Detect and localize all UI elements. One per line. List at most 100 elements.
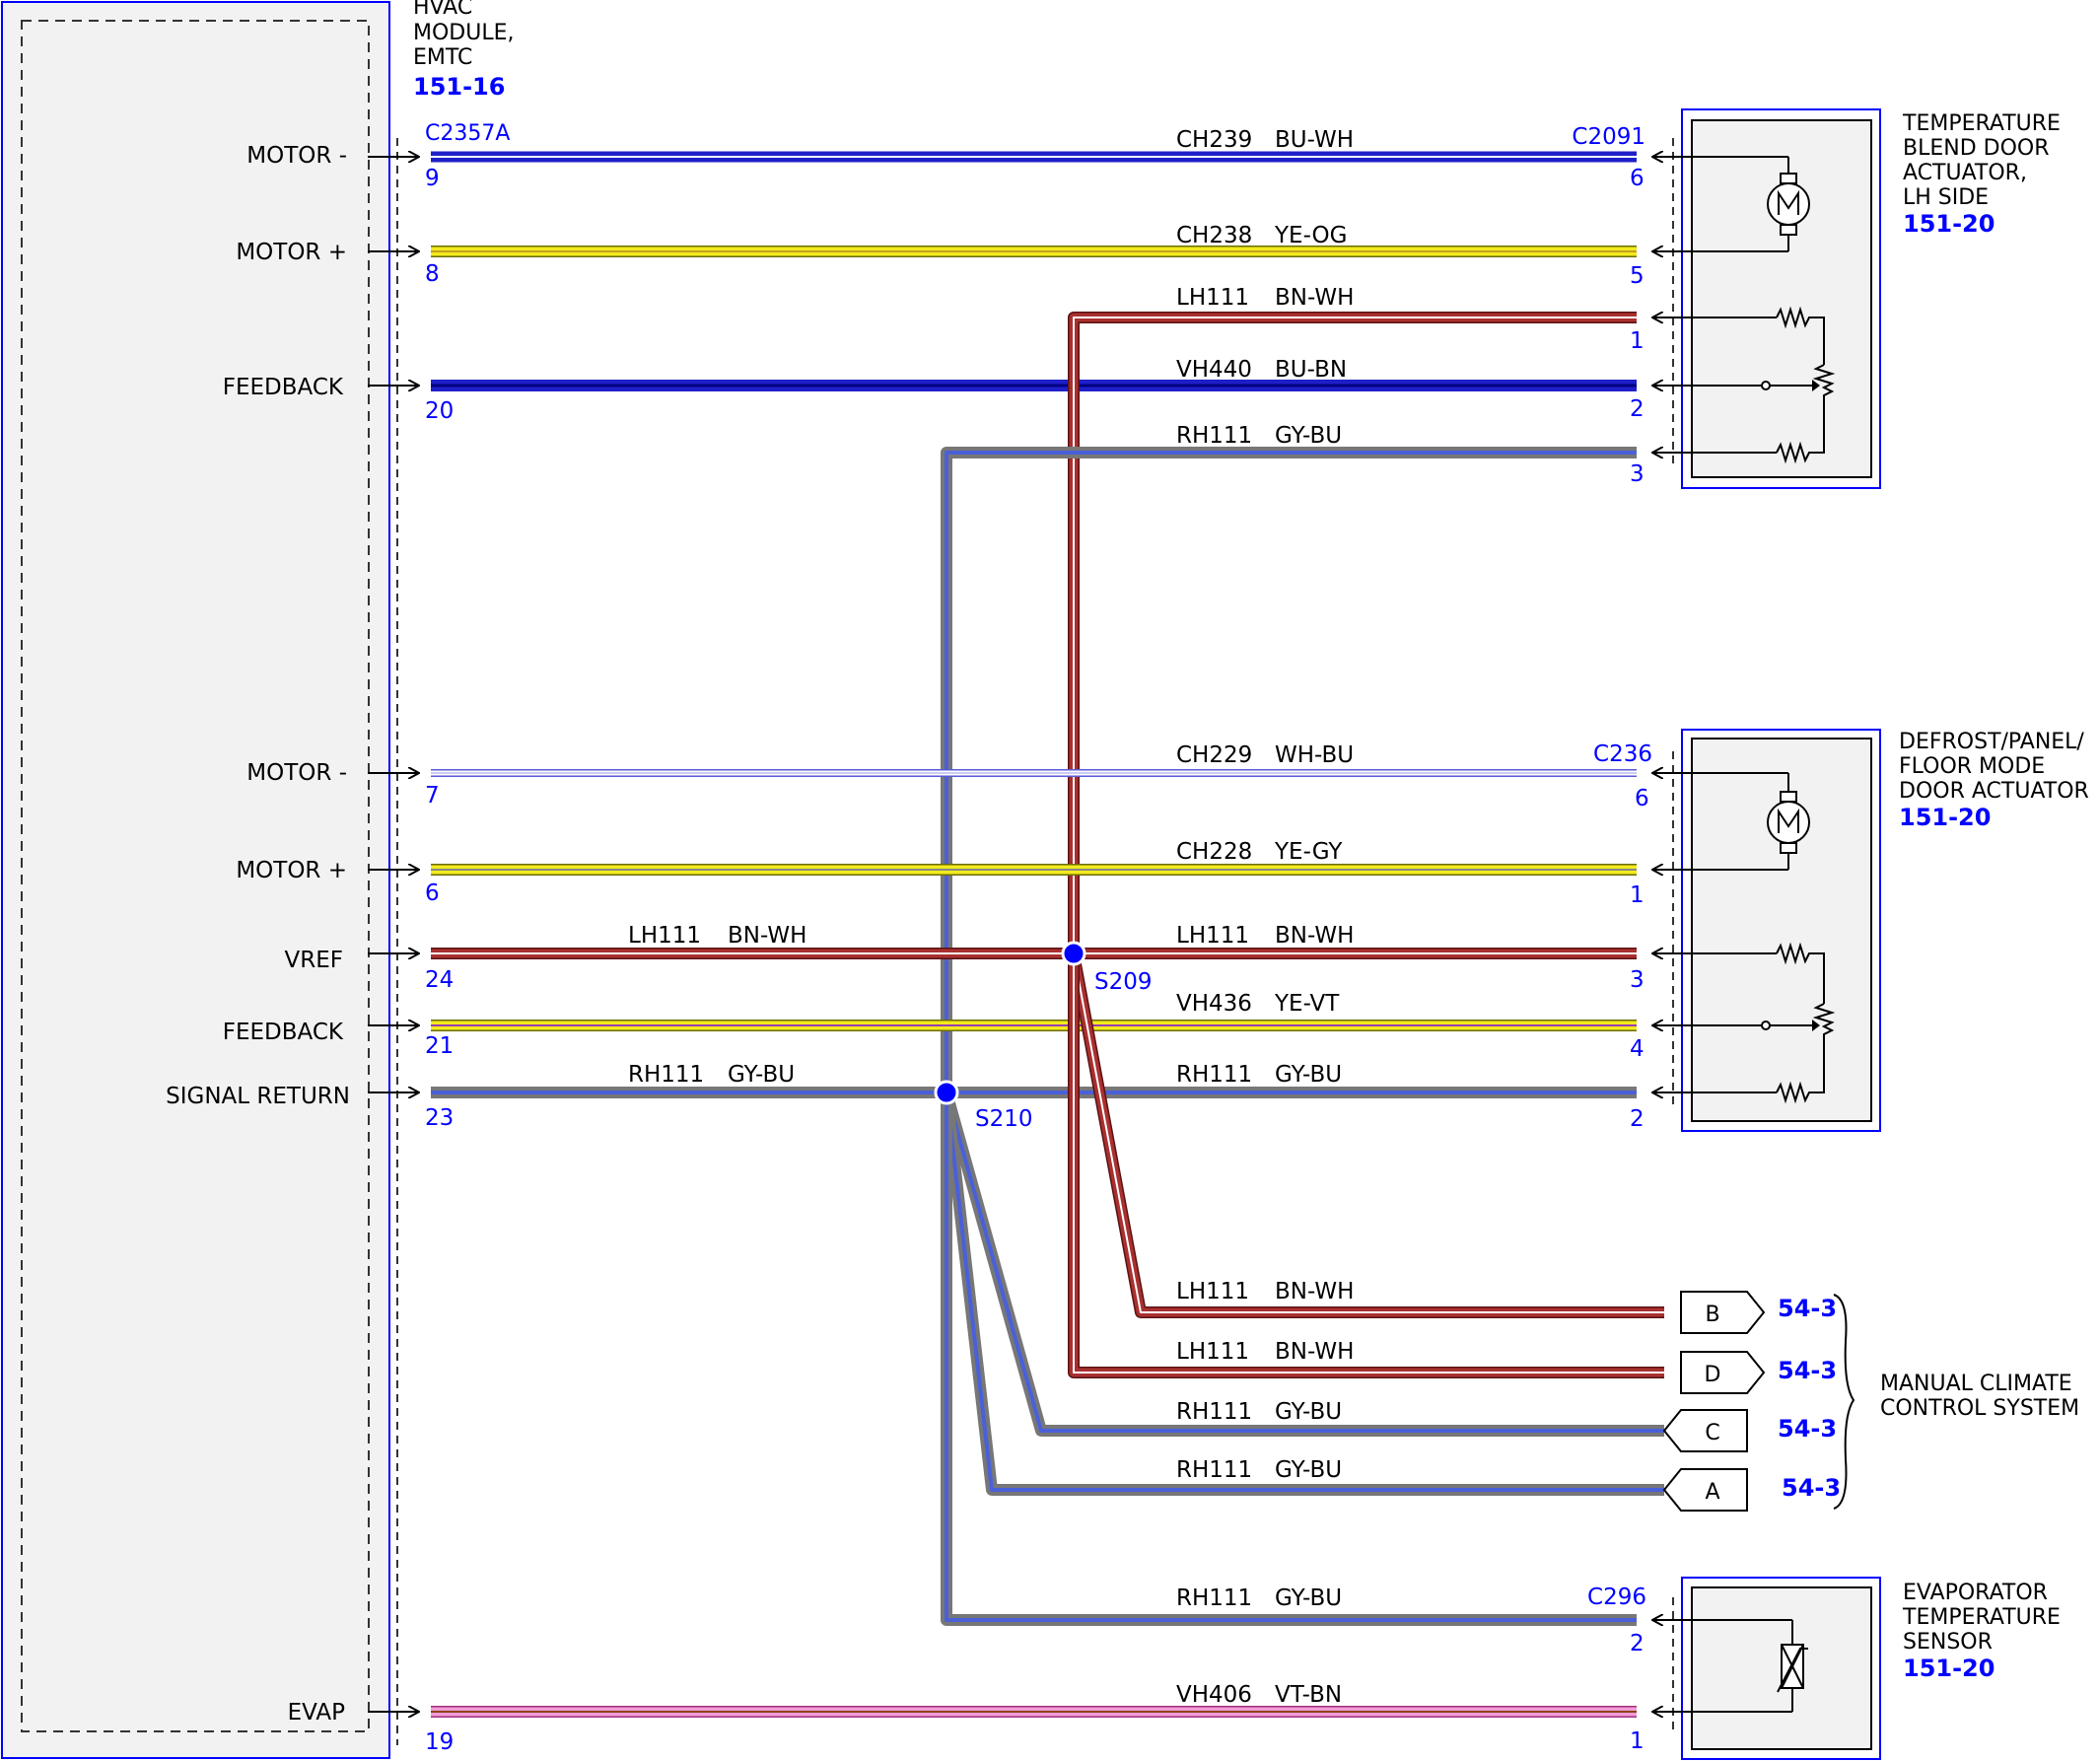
actuator-2-name: DOOR ACTUATOR [1899,779,2089,804]
sensor-name: SENSOR [1903,1630,1993,1655]
wire-label-circuit: CH229 [1176,742,1252,768]
wire-label-circuit: CH228 [1176,839,1252,865]
component-mode-door-actuator: C236 6 1 3 4 2 DEFROST/PANEL/ FLOOR MODE… [1593,729,2089,1132]
c2091-connector-label: C2091 [1572,124,1645,150]
c236-pin: 2 [1630,1106,1645,1132]
wire-rh111-to-a[interactable] [941,1092,1664,1496]
hvac-module-name-line2: MODULE, [413,21,515,45]
motor-icon [1767,801,1810,844]
wire-label-circuit: RH111 [1176,1585,1252,1611]
connector-b-ref[interactable]: 54-3 [1778,1295,1837,1322]
sensor-inner [1691,1586,1872,1750]
wire-label-circuit: RH111 [1176,423,1252,449]
wire-label-circuit: RH111 [628,1062,704,1088]
wire-label-circuit: VH436 [1176,991,1252,1017]
actuator-2-ref[interactable]: 151-20 [1899,804,1991,831]
wire-labels: CH239 BU-WH CH238 YE-OG LH111 BN-WH VH44… [628,127,1354,1708]
pin-label-motor-plus-1: MOTOR + [236,240,347,265]
wire-lh111-c2091[interactable] [1068,312,1637,953]
c236-pin: 4 [1630,1036,1645,1062]
wire-label-color: GY-BU [1275,423,1342,449]
hvac-pin-numbers: 9 8 20 7 6 24 21 23 19 [425,166,454,1755]
wires [431,151,1664,1718]
c2091-pin: 5 [1630,263,1645,289]
wire-label-color: BN-WH [1275,1339,1354,1365]
sensor-name: TEMPERATURE [1902,1605,2061,1630]
connector-b[interactable]: B [1680,1291,1766,1334]
connector-b-letter: B [1705,1303,1719,1327]
splice-s209-label: S209 [1094,969,1153,995]
connector-c-letter: C [1705,1421,1719,1445]
wire-label-circuit: RH111 [1176,1399,1252,1425]
actuator-1-name: ACTUATOR, [1903,161,2027,185]
hvac-pin-7: 7 [425,783,440,809]
hvac-pin-19: 19 [425,1729,454,1755]
wire-label-circuit: LH111 [1176,1279,1249,1304]
connector-c[interactable]: C [1662,1409,1748,1452]
component-temp-blend-actuator: C2091 6 5 1 2 3 TEMPERATURE BLEND DOOR A… [1572,108,2061,489]
wire-label-color: YE-VT [1274,991,1340,1017]
wire-label-color: BN-WH [728,923,806,949]
pin-label-vref: VREF [285,948,343,973]
actuator-1-ref[interactable]: 151-20 [1903,210,1995,238]
hvac-module-inner-outline [21,20,370,1732]
c296-pin: 2 [1630,1631,1645,1656]
hvac-module-name-line3: EMTC [413,45,472,70]
actuator-1-name: TEMPERATURE [1902,111,2061,136]
hvac-module-ref[interactable]: 151-16 [413,73,505,101]
splice-s210-label: S210 [975,1106,1033,1132]
pin-label-evap: EVAP [288,1700,346,1726]
c2091-pin: 6 [1630,166,1645,191]
wire-label-color: GY-BU [1275,1062,1342,1088]
connector-c-ref[interactable]: 54-3 [1778,1415,1837,1443]
actuator-2-name: FLOOR MODE [1899,754,2045,779]
wire-label-circuit: LH111 [1176,285,1249,311]
pin-label-motor-plus-2: MOTOR + [236,858,347,883]
wire-label-circuit: RH111 [1176,1062,1252,1088]
connector-d[interactable]: D [1680,1351,1766,1394]
c236-pin: 3 [1630,967,1645,993]
wire-label-circuit: CH238 [1176,223,1252,248]
actuator-1-name: LH SIDE [1903,185,1989,210]
wire-rh111-to-c[interactable] [941,1091,1664,1437]
wire-label-color: GY-BU [728,1062,795,1088]
hvac-pin-8: 8 [425,261,440,287]
manual-climate-brace [1833,1294,1855,1510]
wire-label-circuit: VH440 [1176,357,1252,383]
wire-label-color: BN-WH [1275,1279,1354,1304]
wire-lh111-to-d[interactable] [1068,953,1664,1378]
hvac-pin-21: 21 [425,1033,454,1059]
wire-label-circuit: LH111 [1176,923,1249,949]
component-evaporator-sensor: C296 2 1 EVAPORATOR TEMPERATURE SENSOR 1… [1587,1577,2061,1760]
wire-label-color: GY-BU [1275,1457,1342,1483]
wire-label-color: BU-BN [1275,357,1347,383]
hvac-module-name-line1: HVAC [413,0,472,20]
wire-label-color: BU-WH [1275,127,1354,153]
wire-rh111-to-c296[interactable] [941,1092,1637,1626]
connector-d-ref[interactable]: 54-3 [1778,1357,1837,1384]
wire-label-circuit: LH111 [628,923,701,949]
hvac-pin-6: 6 [425,880,440,906]
splice-s209-dot[interactable] [1061,941,1086,966]
c236-pin: 1 [1630,882,1645,908]
manual-climate-name: MANUAL CLIMATE [1880,1372,2072,1396]
actuator-1-name: BLEND DOOR [1903,136,2050,161]
wire-label-circuit: CH239 [1176,127,1252,153]
connector-a-ref[interactable]: 54-3 [1782,1474,1841,1502]
wire-label-color: YE-OG [1274,223,1347,248]
connector-a[interactable]: A [1662,1468,1748,1512]
wire-lh111-to-b[interactable] [1068,951,1664,1318]
c236-pin: 6 [1635,786,1649,811]
wire-rh111-c2091[interactable] [941,447,1637,1092]
wire-label-color: BN-WH [1275,285,1354,311]
hvac-connector-label: C2357A [425,121,510,146]
sensor-ref[interactable]: 151-20 [1903,1655,1995,1682]
splices: S209 S210 [934,941,1153,1132]
wire-label-circuit: RH111 [1176,1457,1252,1483]
sensor-name: EVAPORATOR [1903,1581,2048,1605]
hvac-pin-stubs [368,157,419,1712]
wire-label-color: VT-BN [1275,1682,1342,1708]
splice-s210-dot[interactable] [934,1080,959,1105]
pin-label-motor-minus-2: MOTOR - [246,760,347,786]
